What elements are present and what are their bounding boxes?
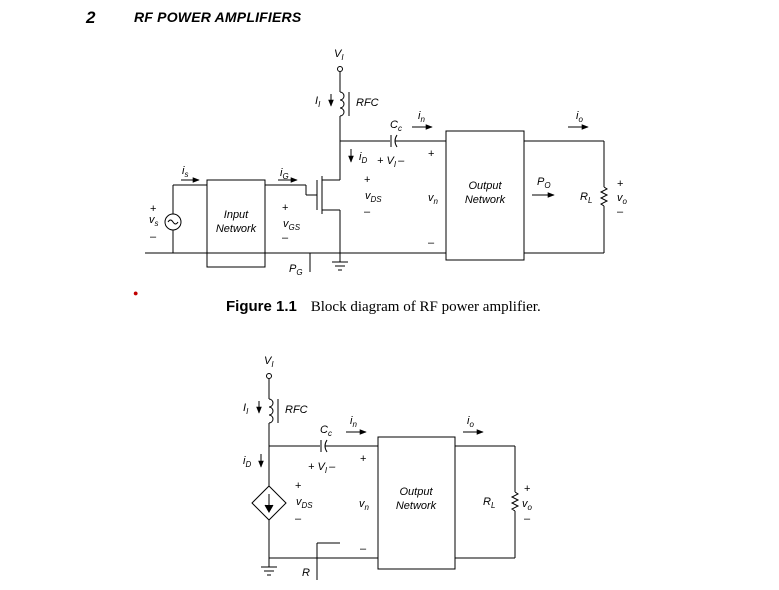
figure-caption: Figure 1.1 Block diagram of RF power amp…	[226, 298, 541, 316]
fig1-ground-symbol	[332, 253, 348, 271]
fig1-is-label: is	[182, 165, 188, 179]
fig1-load-resistor	[599, 186, 609, 207]
fig1-mosfet	[316, 176, 340, 214]
fig1-vds-plus: +	[364, 174, 370, 186]
fig2-vds-plus: +	[295, 480, 301, 492]
fig2-vds-label: vDS	[296, 496, 313, 510]
fig2-supply-terminal	[266, 373, 272, 379]
page-number: 2	[86, 8, 96, 27]
figure-1-labels: VI II RFC Cc in io iD + VI– + is iG + vs…	[149, 48, 628, 277]
fig1-cap-voltage-label: + VI–	[377, 155, 405, 169]
fig1-rl-label: RL	[580, 191, 592, 205]
fig1-vo-label: vo	[617, 192, 628, 206]
fig2-vds-minus: –	[295, 513, 302, 525]
figure-1-schematic	[145, 66, 609, 272]
fig2-r-label: R	[302, 567, 310, 579]
fig1-output-network-block	[445, 130, 525, 261]
figure-caption-text: Block diagram of RF power amplifier.	[310, 299, 541, 315]
fig2-vo-minus: –	[524, 513, 531, 525]
fig1-vs-label: vs	[149, 214, 159, 228]
fig1-vs-plus: +	[150, 203, 156, 215]
fig1-vgs-label: vGS	[283, 218, 301, 232]
fig2-vn-minus: –	[360, 543, 367, 555]
fig2-supply-label: VI	[264, 355, 274, 369]
fig1-io-label: io	[576, 110, 583, 124]
fig1-output-network-line2: Network	[465, 194, 506, 206]
fig2-load-resistor	[510, 491, 520, 512]
fig1-po-label: PO	[537, 176, 551, 190]
fig1-input-network-line2: Network	[216, 223, 257, 235]
fig1-supply-terminal	[337, 66, 343, 72]
margin-dot: ●	[133, 288, 139, 298]
fig1-vds-minus: –	[364, 206, 371, 218]
fig2-rfc-label: RFC	[285, 404, 308, 416]
fig1-in-label: in	[418, 110, 425, 124]
fig2-vo-label: vo	[522, 498, 533, 512]
fig1-output-network-line1: Output	[468, 180, 502, 192]
fig2-vo-plus: +	[524, 483, 530, 495]
figure-caption-label: Figure 1.1	[226, 298, 297, 315]
fig1-vn-plus: +	[428, 148, 434, 160]
fig2-output-network-line2: Network	[396, 500, 437, 512]
fig1-supply-label: VI	[334, 48, 344, 62]
chapter-title: RF POWER AMPLIFIERS	[134, 9, 302, 25]
figure-2-labels: VI II RFC Cc in io iD + VI– + + vDS – vn…	[243, 355, 533, 579]
fig2-output-network-block	[377, 436, 456, 570]
fig1-vo-plus: +	[617, 178, 623, 190]
fig1-input-network-block	[206, 179, 266, 268]
fig1-ig-label: iG	[280, 167, 289, 181]
fig1-cap-label: Cc	[390, 119, 402, 133]
fig2-io-label: io	[467, 415, 474, 429]
fig1-vs-minus: –	[150, 231, 157, 243]
fig1-vo-minus: –	[617, 206, 624, 218]
fig2-cap-voltage-label: + VI–	[308, 461, 336, 475]
fig2-in-label: in	[350, 415, 357, 429]
fig1-input-network-line1: Input	[224, 209, 249, 221]
fig1-vn-label: vn	[428, 192, 439, 206]
fig1-pg-label: PG	[289, 263, 303, 277]
fig1-vds-label: vDS	[365, 190, 382, 204]
fig2-id-label: iD	[243, 455, 251, 469]
fig2-vn-label: vn	[359, 498, 370, 512]
fig2-cap-label: Cc	[320, 424, 332, 438]
fig2-supply-current-label: II	[243, 402, 249, 416]
fig1-vgs-minus: –	[282, 232, 289, 244]
fig1-supply-current-label: II	[315, 95, 321, 109]
fig2-rl-label: RL	[483, 496, 495, 510]
figure-2-schematic	[251, 373, 520, 580]
fig2-rfc-inductor	[268, 398, 274, 424]
fig2-output-network-line1: Output	[399, 486, 433, 498]
fig2-vn-plus: +	[360, 453, 366, 465]
fig1-vgs-plus: +	[282, 202, 288, 214]
fig1-id-label: iD	[359, 151, 367, 165]
fig1-rfc-label: RFC	[356, 97, 379, 109]
fig2-ground-symbol	[261, 558, 277, 576]
fig1-vn-minus: –	[428, 237, 435, 249]
fig1-rfc-inductor	[339, 91, 345, 117]
